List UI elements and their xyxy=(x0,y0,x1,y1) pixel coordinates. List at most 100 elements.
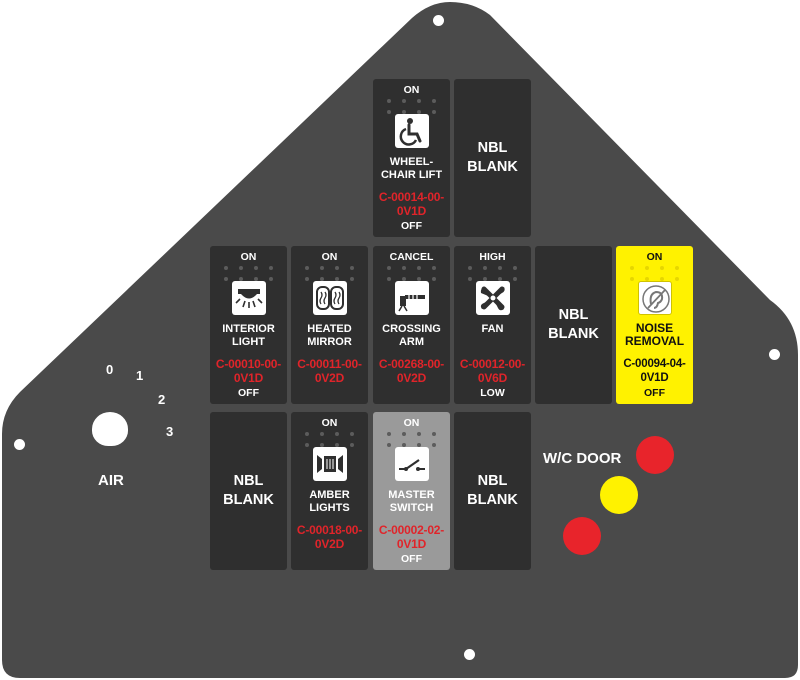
switch-name: AMBER LIGHTS xyxy=(309,489,350,514)
indicator-dot xyxy=(513,277,517,281)
wc-door-red-button-lower[interactable] xyxy=(563,517,601,555)
indicator-dot xyxy=(239,266,243,270)
indicator-dot xyxy=(630,266,634,270)
indicator-dot xyxy=(675,277,679,281)
indicator-dot xyxy=(417,443,421,447)
air-knob[interactable] xyxy=(92,412,128,446)
indicator-dot xyxy=(432,266,436,270)
switch-name: INTERIOR LIGHT xyxy=(222,323,275,348)
part-number: C-00012-00- 0V6D xyxy=(459,357,526,385)
heated-mirror-icon xyxy=(313,281,347,315)
indicator-dot xyxy=(513,266,517,270)
indicator-dot xyxy=(320,443,324,447)
fan-switch[interactable]: HIGH FAN C-00012-00- 0V6D LOW xyxy=(454,246,531,404)
air-position-2: 2 xyxy=(158,392,166,407)
indicator-dots xyxy=(305,432,354,449)
indicator-dot xyxy=(387,99,391,103)
indicator-dot xyxy=(387,443,391,447)
indicator-dot xyxy=(468,277,472,281)
mounting-hole xyxy=(433,15,444,26)
indicator-dot xyxy=(468,266,472,270)
wc-door-label: W/C DOOR xyxy=(543,450,622,467)
nbl-blank-switch: NBL BLANK xyxy=(454,412,531,570)
indicator-dot xyxy=(483,277,487,281)
indicator-dot xyxy=(350,432,354,436)
nbl-blank-switch: NBL BLANK xyxy=(210,412,287,570)
blank-label: NBL BLANK xyxy=(467,140,518,175)
wheelchair-icon xyxy=(395,114,429,148)
indicator-dot xyxy=(305,443,309,447)
switch-top-label: HIGH xyxy=(479,251,506,263)
indicator-dots xyxy=(387,99,436,116)
switch-name: WHEEL- CHAIR LIFT xyxy=(380,156,443,181)
indicator-dot xyxy=(432,432,436,436)
indicator-dot xyxy=(417,277,421,281)
switch-name: HEATED MIRROR xyxy=(307,323,352,348)
part-number: C-00094-04- 0V1D xyxy=(623,358,686,384)
indicator-dots xyxy=(224,266,273,283)
indicator-dot xyxy=(335,266,339,270)
indicator-dot xyxy=(387,266,391,270)
part-number: C-00268-00- 0V2D xyxy=(378,357,445,385)
nbl-blank-switch: NBL BLANK xyxy=(535,246,612,404)
indicator-dot xyxy=(350,277,354,281)
indicator-dot xyxy=(498,266,502,270)
crossing-arm-switch[interactable]: CANCEL CROSSING ARM C-00268-00- 0V2D xyxy=(373,246,450,404)
blank-label: NBL BLANK xyxy=(548,307,599,342)
indicator-dot xyxy=(432,443,436,447)
indicator-dots xyxy=(468,266,517,283)
indicator-dot xyxy=(254,277,258,281)
switch-bottom-label: OFF xyxy=(401,220,422,232)
indicator-dot xyxy=(402,266,406,270)
indicator-dot xyxy=(335,277,339,281)
indicator-dot xyxy=(305,277,309,281)
amber-lights-switch[interactable]: ON AMBER LIGHTS C-00018-00- 0V2D xyxy=(291,412,368,570)
indicator-dot xyxy=(335,443,339,447)
indicator-dots xyxy=(387,432,436,449)
indicator-dot xyxy=(675,266,679,270)
interior-light-switch[interactable]: ON INTERIOR LIGHT C-00010-00- 0V1D OFF xyxy=(210,246,287,404)
air-position-0: 0 xyxy=(106,362,114,377)
indicator-dot xyxy=(483,266,487,270)
indicator-dot xyxy=(645,266,649,270)
indicator-dot xyxy=(335,432,339,436)
indicator-dot xyxy=(224,277,228,281)
indicator-dot xyxy=(498,277,502,281)
noise-removal-switch[interactable]: ON NOISE REMOVAL C-00094-04- 0V1D OFF xyxy=(616,246,693,404)
switch-top-label: ON xyxy=(321,417,338,429)
indicator-dot xyxy=(350,443,354,447)
indicator-dot xyxy=(320,277,324,281)
switch-top-label: ON xyxy=(646,251,663,263)
nbl-blank-switch: NBL BLANK xyxy=(454,79,531,237)
wc-door-red-button[interactable] xyxy=(636,436,674,474)
part-number: C-00010-00- 0V1D xyxy=(215,357,282,385)
switch-name: NOISE REMOVAL xyxy=(624,321,685,348)
heated-mirror-switch[interactable]: ON HEATED MIRROR C-00011-00- 0V2D xyxy=(291,246,368,404)
indicator-dot xyxy=(269,266,273,270)
indicator-dot xyxy=(305,432,309,436)
master-switch[interactable]: ON MASTER SWITCH C-00002-02- 0V1D OFF xyxy=(373,412,450,570)
air-position-3: 3 xyxy=(166,424,174,439)
part-number: C-00018-00- 0V2D xyxy=(296,523,363,551)
part-number: C-00002-02- 0V1D xyxy=(378,523,445,551)
indicator-dot xyxy=(432,110,436,114)
switch-bottom-label: OFF xyxy=(401,553,422,565)
indicator-dot xyxy=(417,266,421,270)
indicator-dot xyxy=(254,266,258,270)
indicator-dot xyxy=(660,277,664,281)
switch-bottom-label: OFF xyxy=(238,387,259,399)
air-position-1: 1 xyxy=(136,368,144,383)
mounting-hole xyxy=(769,349,780,360)
switch-top-label: CANCEL xyxy=(389,251,434,263)
air-label: AIR xyxy=(98,472,124,489)
wc-door-yellow-button[interactable] xyxy=(600,476,638,514)
indicator-dot xyxy=(402,110,406,114)
indicator-dot xyxy=(350,266,354,270)
hearing-icon xyxy=(638,281,672,315)
wheelchair-lift-switch[interactable]: ON WHEEL- CHAIR LIFT C-00014-00- 0V1D OF… xyxy=(373,79,450,237)
switch-top-label: ON xyxy=(240,251,257,263)
indicator-dot xyxy=(402,443,406,447)
indicator-dot xyxy=(239,277,243,281)
fan-icon xyxy=(476,281,510,315)
indicator-dot xyxy=(417,99,421,103)
